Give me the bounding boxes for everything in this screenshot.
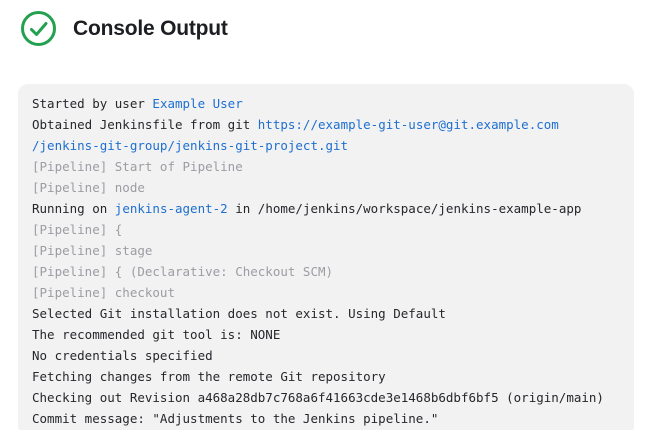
console-text: Obtained Jenkinsfile from git xyxy=(32,117,258,132)
console-line: [Pipeline] checkout xyxy=(32,282,620,303)
console-text: Selected Git installation does not exist… xyxy=(32,306,446,321)
console-text: No credentials specified xyxy=(32,348,213,363)
console-line: [Pipeline] { xyxy=(32,219,620,240)
console-line: [Pipeline] node xyxy=(32,177,620,198)
console-text: [Pipeline] Start of Pipeline xyxy=(32,159,243,174)
console-line: Checking out Revision a468a28db7c768a6f4… xyxy=(32,387,620,408)
console-text: Running on xyxy=(32,201,115,216)
page-header: Console Output xyxy=(20,10,228,47)
console-text: The recommended git tool is: NONE xyxy=(32,327,281,342)
console-line: Selected Git installation does not exist… xyxy=(32,303,620,324)
console-line: Commit message: "Adjustments to the Jenk… xyxy=(32,408,620,429)
console-line: No credentials specified xyxy=(32,345,620,366)
console-link[interactable]: jenkins-agent-2 xyxy=(114,201,228,216)
console-line: Fetching changes from the remote Git rep… xyxy=(32,366,620,387)
console-text: in /home/jenkins/workspace/jenkins-examp… xyxy=(227,201,582,216)
console-text: [Pipeline] { (Declarative: Checkout SCM) xyxy=(32,264,334,279)
console-text: Fetching changes from the remote Git rep… xyxy=(32,369,386,384)
console-line: The recommended git tool is: NONE xyxy=(32,324,620,345)
console-link[interactable]: /jenkins-git-group/jenkins-git-project.g… xyxy=(32,138,349,153)
console-line: Running on jenkins-agent-2 in /home/jenk… xyxy=(32,198,620,219)
console-text: [Pipeline] stage xyxy=(32,243,153,258)
console-text: [Pipeline] { xyxy=(32,222,123,237)
console-text: Commit message: "Adjustments to the Jenk… xyxy=(32,411,439,426)
console-link[interactable]: https://example-git-user@git.example.com xyxy=(257,117,559,132)
console-link[interactable]: Example User xyxy=(152,96,243,111)
console-text: [Pipeline] checkout xyxy=(32,285,175,300)
console-line: /jenkins-git-group/jenkins-git-project.g… xyxy=(32,135,620,156)
console-text: Started by user xyxy=(32,96,153,111)
console-line: [Pipeline] Start of Pipeline xyxy=(32,156,620,177)
console-line: Started by user Example User xyxy=(32,93,620,114)
console-text: Checking out Revision a468a28db7c768a6f4… xyxy=(32,390,604,405)
console-text: [Pipeline] node xyxy=(32,180,145,195)
console-line: Obtained Jenkinsfile from git https://ex… xyxy=(32,114,620,135)
success-check-icon xyxy=(21,11,56,46)
page-title: Console Output xyxy=(73,16,228,40)
console-line: [Pipeline] stage xyxy=(32,240,620,261)
console-line: [Pipeline] { (Declarative: Checkout SCM) xyxy=(32,261,620,282)
